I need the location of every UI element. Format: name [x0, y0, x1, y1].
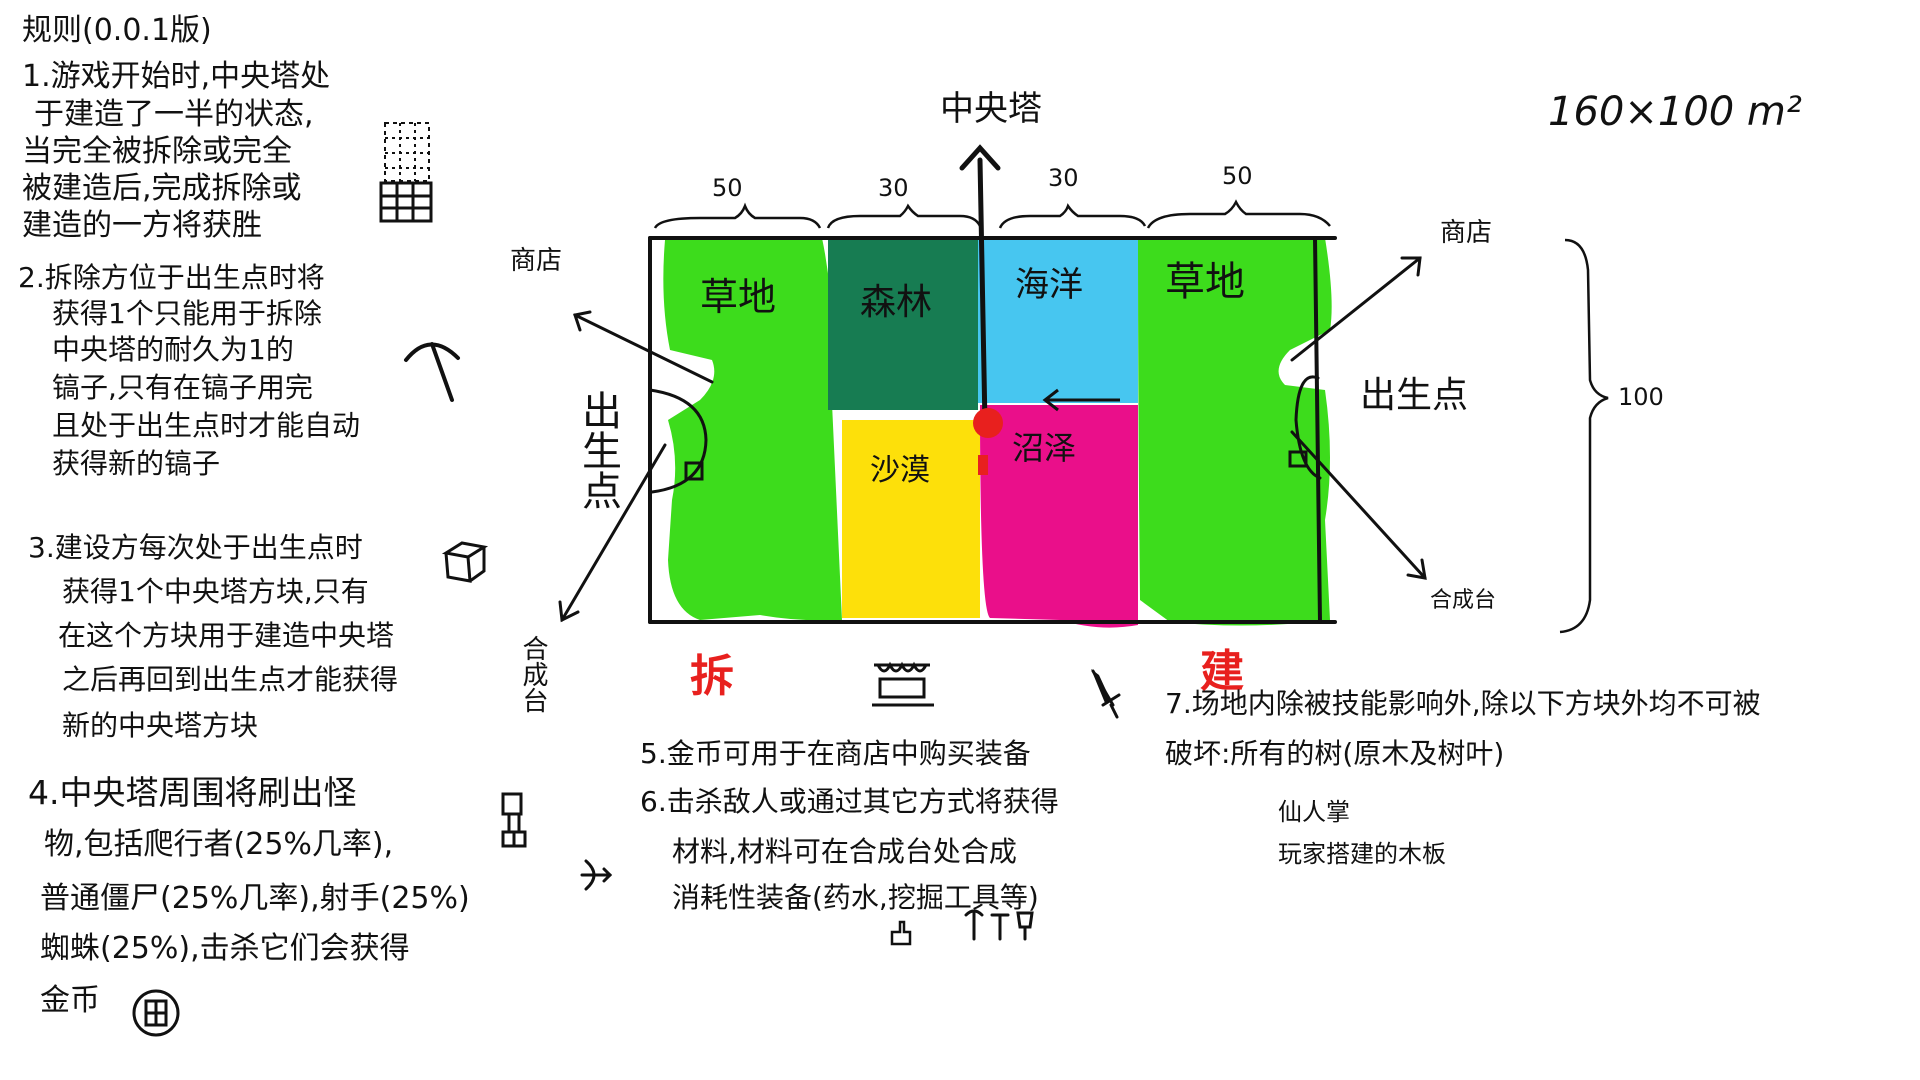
zone-label-swamp: 沼泽: [1012, 429, 1077, 467]
left-craft-label: 合成台: [518, 635, 548, 713]
bow-icon: [580, 859, 613, 891]
central-tower-arrow: [959, 144, 1001, 428]
rule-3-line: 获得1个中央塔方块,只有: [62, 575, 369, 608]
zone-desert: [842, 420, 980, 618]
shop-stand-icon: [872, 661, 934, 707]
location-arrows: [558, 256, 1427, 623]
zone-fills: [663, 238, 1332, 628]
rule-1-line: 建造的一方将获胜: [22, 208, 262, 243]
rule-3-line: 之后再回到出生点才能获得: [62, 663, 399, 696]
zone-swamp: [980, 405, 1138, 628]
rule-7-line: 玩家搭建的木板: [1278, 840, 1446, 868]
rule-4-line: 4.中央塔周围将刷出怪: [28, 773, 357, 812]
sword-icon: [1091, 669, 1121, 719]
creeper-icon: [501, 792, 527, 848]
rule-2-line: 获得1个只能用于拆除: [52, 297, 322, 330]
width-label: 30: [878, 174, 909, 202]
zone-label-desert: 沙漠: [870, 453, 930, 488]
rule-4-line: 物,包括爬行者(25%几率),: [44, 827, 394, 862]
rule-4-line: 金币: [40, 983, 100, 1018]
swamp-pointer-arrow: [1042, 388, 1120, 412]
rule-2-line: 且处于出生点时才能自动: [52, 409, 361, 442]
rule-6-line: 材料,材料可在合成台处合成: [672, 835, 1017, 868]
rule-1-line: 1.游戏开始时,中央塔处: [22, 59, 331, 94]
central-tower-marker-tail: [978, 455, 988, 475]
rule-3-line: 新的中央塔方块: [62, 709, 259, 742]
rule-7-line: 7.场地内除被技能影响外,除以下方块外均不可被: [1165, 687, 1761, 720]
rule-7-line: 破坏:所有的树(原木及树叶): [1165, 737, 1505, 770]
hand-icon: [890, 920, 912, 946]
rule-3-line: 3.建设方每次处于出生点时: [28, 531, 363, 564]
map-size-label: 160×100 m²: [1548, 89, 1802, 135]
build-side-label: 建: [1200, 646, 1244, 697]
central-tower-label: 中央塔: [940, 89, 1042, 129]
right-shop-label: 商店: [1440, 218, 1493, 248]
width-label: 50: [1222, 162, 1253, 190]
width-label: 30: [1048, 164, 1079, 192]
left-spawn-label: 出生点: [575, 390, 621, 510]
right-spawn-label: 出生点: [1360, 375, 1469, 416]
zone-grass-left: [663, 238, 842, 621]
zone-label-forest: 森林: [860, 282, 933, 323]
rule-1-line: 被建造后,完成拆除或: [22, 171, 302, 206]
zone-label-grass-right: 草地: [1165, 259, 1245, 305]
height-label: 100: [1618, 383, 1664, 411]
rule-6-line: 消耗性装备(药水,挖掘工具等): [672, 881, 1039, 914]
left-shop-label: 商店: [510, 246, 563, 276]
tools-icon: [964, 909, 1034, 941]
arena-outline: [648, 236, 1337, 624]
zone-grass-right: [1138, 238, 1332, 626]
rule-4-line: 蜘蛛(25%),击杀它们会获得: [40, 931, 410, 966]
rule-2-line: 镐子,只有在镐子用完: [52, 371, 313, 404]
central-tower-marker: [973, 408, 1003, 438]
rule-4-line: 普通僵尸(25%几率),射手(25%): [40, 881, 470, 916]
rule-2-line: 获得新的镐子: [52, 447, 221, 480]
tower-icon: [379, 122, 433, 223]
width-label: 50: [712, 174, 743, 202]
rule-7-line: 仙人掌: [1278, 798, 1350, 826]
zone-label-ocean: 海洋: [1015, 265, 1083, 305]
zone-forest: [828, 238, 978, 410]
rule-3-line: 在这个方块用于建造中央塔: [58, 619, 395, 652]
coin-icon: [132, 989, 180, 1037]
width-brackets: [653, 199, 1609, 634]
zone-label-grass-left: 草地: [700, 275, 777, 319]
block-icon: [441, 541, 489, 583]
rule-1-line: 于建造了一半的状态,: [34, 97, 314, 132]
rules-title: 规则(0.0.1版): [22, 13, 212, 48]
pickaxe-icon: [404, 342, 460, 402]
zone-ocean: [978, 238, 1138, 403]
demolish-side-label: 拆: [690, 651, 734, 702]
rule-5-line: 5.金币可用于在商店中购买装备: [640, 737, 1031, 770]
right-craft-label: 合成台: [1430, 588, 1497, 613]
rule-2-line: 中央塔的耐久为1的: [52, 333, 294, 366]
rule-6-line: 6.击杀敌人或通过其它方式将获得: [640, 785, 1059, 818]
rule-2-line: 2.拆除方位于出生点时将: [18, 261, 325, 294]
rule-1-line: 当完全被拆除或完全: [22, 134, 292, 169]
